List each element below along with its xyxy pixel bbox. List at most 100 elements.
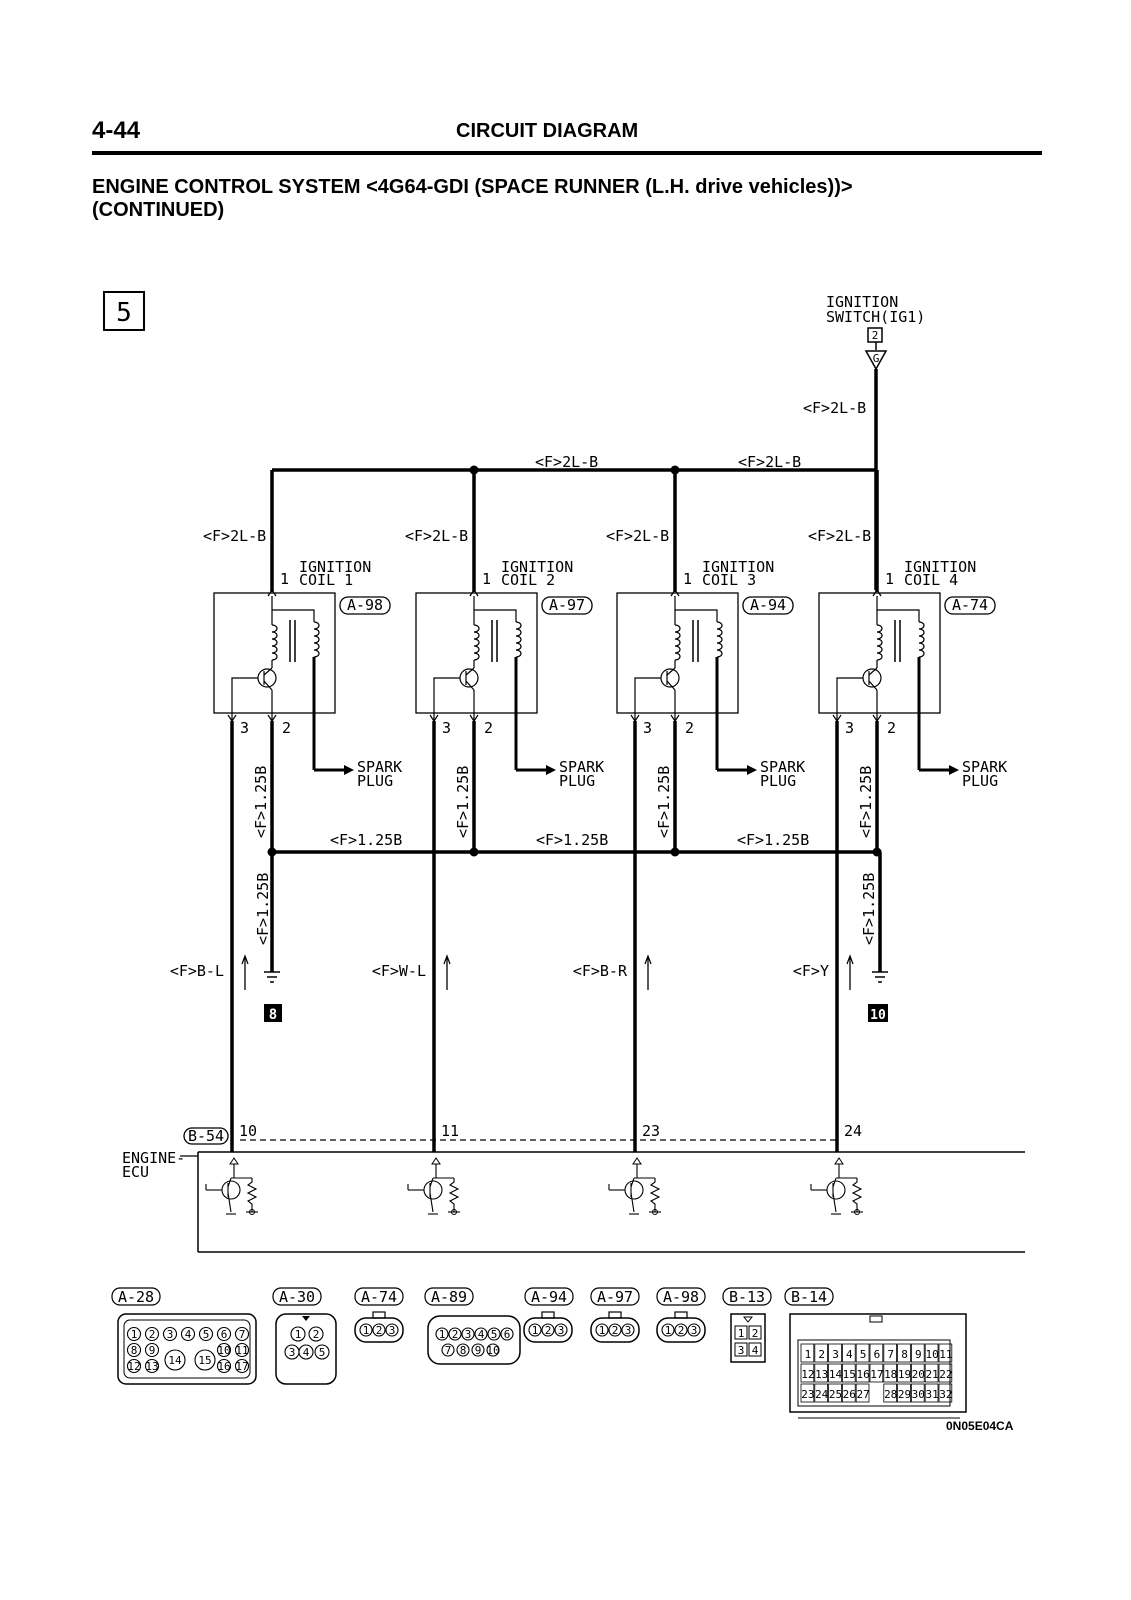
connector-pin-number: 8 (901, 1348, 908, 1361)
connector-pin-number: 9 (475, 1344, 482, 1357)
connector-pin-number: 2 (612, 1324, 619, 1337)
junction-dot (670, 465, 680, 475)
connector-pin-number: 15 (198, 1354, 211, 1367)
page-box (103, 291, 145, 331)
ecu-driver-stage (608, 1157, 661, 1215)
spark-plug-label: SPARK (962, 758, 1007, 776)
connector-pin (471, 1343, 485, 1357)
connector-pin (661, 1323, 675, 1337)
connector-pin (180, 1326, 196, 1342)
ground-box-8 (264, 1004, 282, 1022)
ecu-label-2: ECU (122, 1163, 149, 1181)
connector-label-a-98: A-98 (656, 1287, 706, 1306)
junction-dot (469, 465, 479, 475)
connector-pin-number: 10 (925, 1348, 938, 1361)
connector-pin-number: 2 (678, 1324, 685, 1337)
page-title-continued: (CONTINUED) (92, 199, 225, 221)
coil-4-ecu-pin: 24 (844, 1122, 862, 1140)
svg-text:A-97: A-97 (597, 1288, 633, 1306)
ignition-switch-box-number: 2 (872, 329, 879, 342)
connector-pin (298, 1344, 314, 1360)
coil-1-connector-badge (339, 596, 391, 615)
coil-1-ground-wire-label: <F>1.25B (252, 766, 270, 838)
ground-drop-right-label: <F>1.25B (860, 873, 878, 945)
coil-4-signal-code: <F>Y (793, 962, 829, 980)
coil-2-pin2: 2 (484, 719, 493, 737)
feed-wire-label: <F>2L-B (803, 399, 866, 417)
connector-pin (162, 1326, 178, 1342)
connector-pin-number: 21 (925, 1368, 938, 1381)
connector-pin-number: 2 (752, 1327, 759, 1340)
coil-2-ground-wire-label: <F>1.25B (454, 766, 472, 838)
coil-1-connector-label: A-98 (347, 596, 383, 614)
bus-label-2: <F>2L-B (738, 453, 801, 471)
connector-pin-number: 11 (235, 1344, 248, 1357)
page-number: 4-44 (92, 117, 141, 144)
connector-pin-number: 3 (691, 1324, 698, 1337)
connector-pin (126, 1342, 142, 1358)
coil-4-primary-winding (876, 624, 883, 661)
coil-4-secondary-winding (918, 621, 925, 658)
connector-pin-number: 1 (532, 1324, 539, 1337)
coil-1-pin2: 2 (282, 719, 291, 737)
connector-pin (216, 1326, 232, 1342)
ecu-transistor (423, 1180, 443, 1200)
ecu-transistor (221, 1180, 241, 1200)
ecu-transistor (826, 1180, 846, 1200)
connector-label-a-89: A-89 (424, 1287, 474, 1306)
connector-pin-number: 7 (445, 1344, 452, 1357)
connector-pin (290, 1326, 306, 1342)
connector-pin (144, 1326, 160, 1342)
connector-pin (528, 1323, 542, 1337)
connector-pin-number: 7 (887, 1348, 894, 1361)
connector-pin (621, 1323, 635, 1337)
connector-pin-number: 5 (203, 1328, 210, 1341)
spark-plug-label-2: PLUG (357, 772, 393, 790)
coil-4-feed-label: <F>2L-B (808, 527, 871, 545)
connector-g-label: G (873, 352, 880, 365)
connector-pin-number: 17 (235, 1360, 248, 1373)
svg-text:A-28: A-28 (118, 1288, 154, 1306)
coil-4-ground-wire-label: <F>1.25B (857, 766, 875, 838)
connector-pin-number: 2 (376, 1324, 383, 1337)
connector-pin (234, 1358, 250, 1374)
connector-pin (474, 1327, 488, 1341)
svg-text:A-30: A-30 (279, 1288, 315, 1306)
connector-pin-number: 14 (168, 1354, 182, 1367)
connector-label-b-14: B-14 (784, 1287, 834, 1306)
ground-bus-label-2: <F>1.25B (536, 831, 608, 849)
coil-3-pin1: 1 (683, 570, 692, 588)
connector-pin-number: 22 (939, 1368, 952, 1381)
ecu-driver-stage (205, 1157, 258, 1215)
connector-pin (308, 1326, 324, 1342)
connector-pin-number: 2 (818, 1348, 825, 1361)
connector-pin-number: 8 (131, 1344, 138, 1357)
connector-pin-number: 17 (870, 1368, 883, 1381)
connector-pin-number: 6 (221, 1328, 228, 1341)
coil-4-label: IGNITION (904, 558, 976, 576)
connector-pin-number: 1 (599, 1324, 606, 1337)
ignition-switch-label: IGNITION (826, 293, 898, 311)
ground-bus-label-1: <F>1.25B (330, 831, 402, 849)
connector-pin (164, 1349, 186, 1371)
connector-label-a-30: A-30 (272, 1287, 322, 1306)
coil-2-primary-winding (473, 624, 480, 661)
ecu-label: ENGINE- (122, 1149, 185, 1167)
connector-pin (385, 1323, 399, 1337)
connector-pin (500, 1327, 514, 1341)
connector-pin (234, 1326, 250, 1342)
coil-4-spark-arrow (949, 765, 959, 775)
connector-pin-number: 4 (478, 1328, 485, 1341)
connector-pin (608, 1323, 622, 1337)
connector-pin-number: 4 (303, 1346, 310, 1359)
connector-g-triangle (864, 350, 888, 371)
connector-pin-number: 23 (801, 1388, 814, 1401)
ground-bus-label-3: <F>1.25B (737, 831, 809, 849)
connector-pin (461, 1327, 475, 1341)
coil-4-pin1: 1 (885, 570, 894, 588)
spark-plug-label: SPARK (559, 758, 604, 776)
